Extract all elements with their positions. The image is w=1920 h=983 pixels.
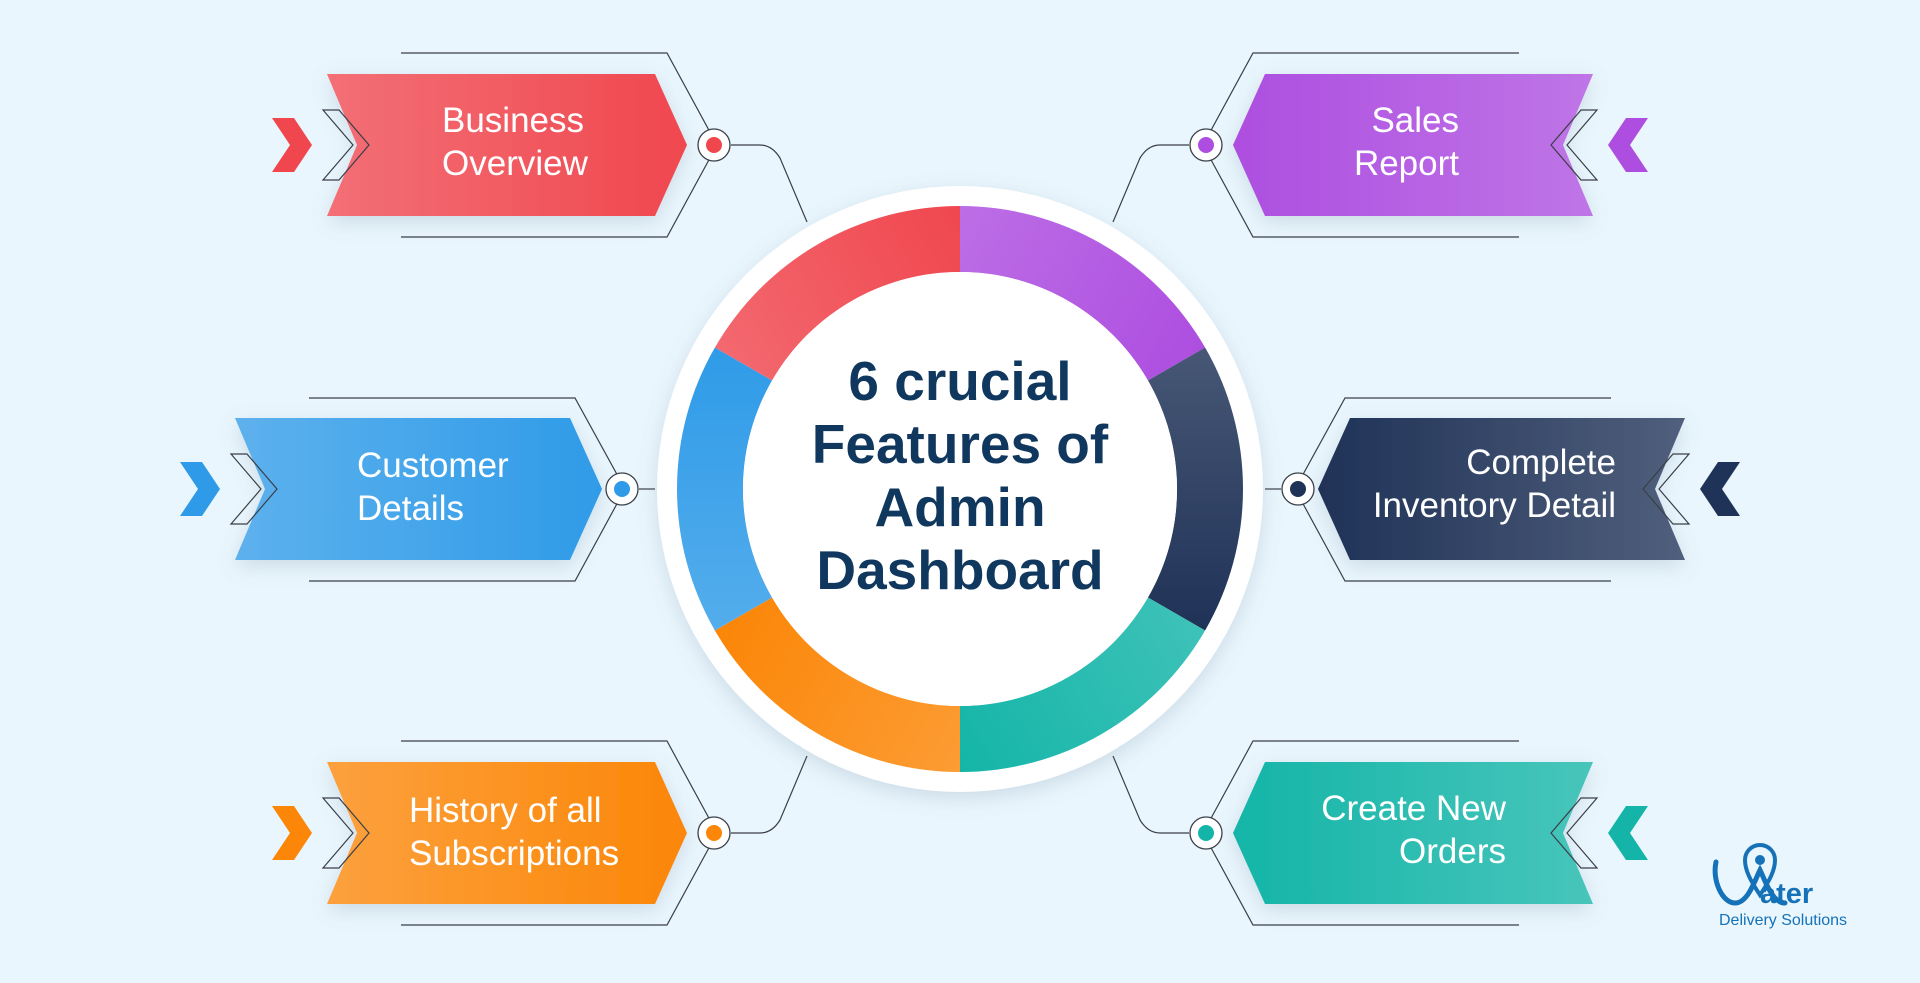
ribbon-arrow-body (1233, 762, 1593, 904)
ribbon-arrow-body (1318, 418, 1685, 560)
feature-label-line-1: Complete (1466, 443, 1616, 482)
ribbon-history-of-all-subscriptions (272, 762, 731, 904)
feature-complete-inventory-detail: Complete Inventory Detail (1316, 441, 1616, 527)
feature-label-line-2: Orders (1399, 832, 1506, 871)
feature-label-line-2: Overview (442, 144, 588, 183)
chevron-filled-icon (1700, 462, 1740, 516)
feature-label-line-1: Customer (357, 446, 509, 485)
ribbon-arrow-body (327, 762, 687, 904)
ribbon-arrow-body (327, 74, 687, 216)
chevron-filled-icon (272, 118, 312, 172)
connector-node-dot (1290, 481, 1306, 497)
connector-node-dot (1198, 137, 1214, 153)
ring-inner-circle (743, 272, 1177, 706)
ring-segment-customer-details (677, 347, 773, 631)
ring-segment-history-of-all-subscriptions (714, 597, 960, 772)
connector-node-dot (706, 137, 722, 153)
chevron-outline-icon (321, 109, 370, 181)
connector-node-dot (706, 825, 722, 841)
chevron-outline-icon (229, 453, 278, 525)
chevron-outline-icon (1550, 797, 1599, 869)
chevron-filled-icon (272, 806, 312, 860)
center-title-line-2: Features of (811, 413, 1109, 475)
center-title-line-4: Dashboard (816, 539, 1104, 601)
feature-label-line-2: Inventory Detail (1372, 486, 1616, 525)
feature-label-line-2: Subscriptions (409, 834, 620, 873)
chevron-outline-icon (321, 797, 370, 869)
connector-node-dot (614, 481, 630, 497)
ribbon-sales-report (1189, 74, 1648, 216)
center-title-line-3: Admin (874, 476, 1046, 538)
feature-label-line-1: Sales (1371, 101, 1459, 140)
ribbon-complete-inventory-detail (1281, 418, 1740, 560)
center-title: 6 crucial Features of Admin Dashboard (760, 350, 1160, 602)
feature-label-line-1: Business (442, 101, 585, 140)
ribbon-arrow-body (1233, 74, 1593, 216)
ribbon-customer-details (180, 418, 639, 560)
feature-label-line-2: Details (357, 489, 464, 528)
feature-business-overview: Business Overview (442, 99, 588, 185)
feature-history-of-all-subscriptions: History of all Subscriptions (409, 789, 619, 875)
ring-segment-sales-report (960, 206, 1206, 381)
ring-segment-create-new-orders (960, 597, 1206, 772)
ring-segment-business-overview (714, 206, 960, 381)
ribbon-business-overview (272, 74, 731, 216)
logo-tagline: Delivery Solutions (1719, 912, 1848, 929)
chevron-filled-icon (1608, 806, 1648, 860)
chevron-filled-icon (1608, 118, 1648, 172)
feature-label-line-1: History of all (409, 791, 602, 830)
ring-segment-complete-inventory-detail (1147, 347, 1243, 631)
logo-w-mark (1712, 859, 1788, 906)
feature-sales-report: Sales Report (1259, 99, 1459, 185)
feature-create-new-orders: Create New Orders (1206, 787, 1506, 873)
chevron-filled-icon (180, 462, 220, 516)
center-ring (657, 186, 1263, 792)
center-title-line-1: 6 crucial (848, 350, 1072, 412)
ribbon-create-new-orders (1189, 762, 1648, 904)
logo (1712, 843, 1788, 906)
logo-name: ater (1760, 878, 1814, 910)
feature-label-line-2: Report (1353, 144, 1459, 183)
ribbon-arrow-body (235, 418, 602, 560)
feature-customer-details: Customer Details (357, 444, 509, 530)
feature-label-line-1: Create New (1321, 789, 1506, 828)
location-pin-dot (1755, 855, 1765, 865)
chevron-outline-icon (1550, 109, 1599, 181)
chevron-outline-icon (1642, 453, 1691, 525)
connector-node-dot (1198, 825, 1214, 841)
location-pin-icon (1742, 843, 1778, 899)
